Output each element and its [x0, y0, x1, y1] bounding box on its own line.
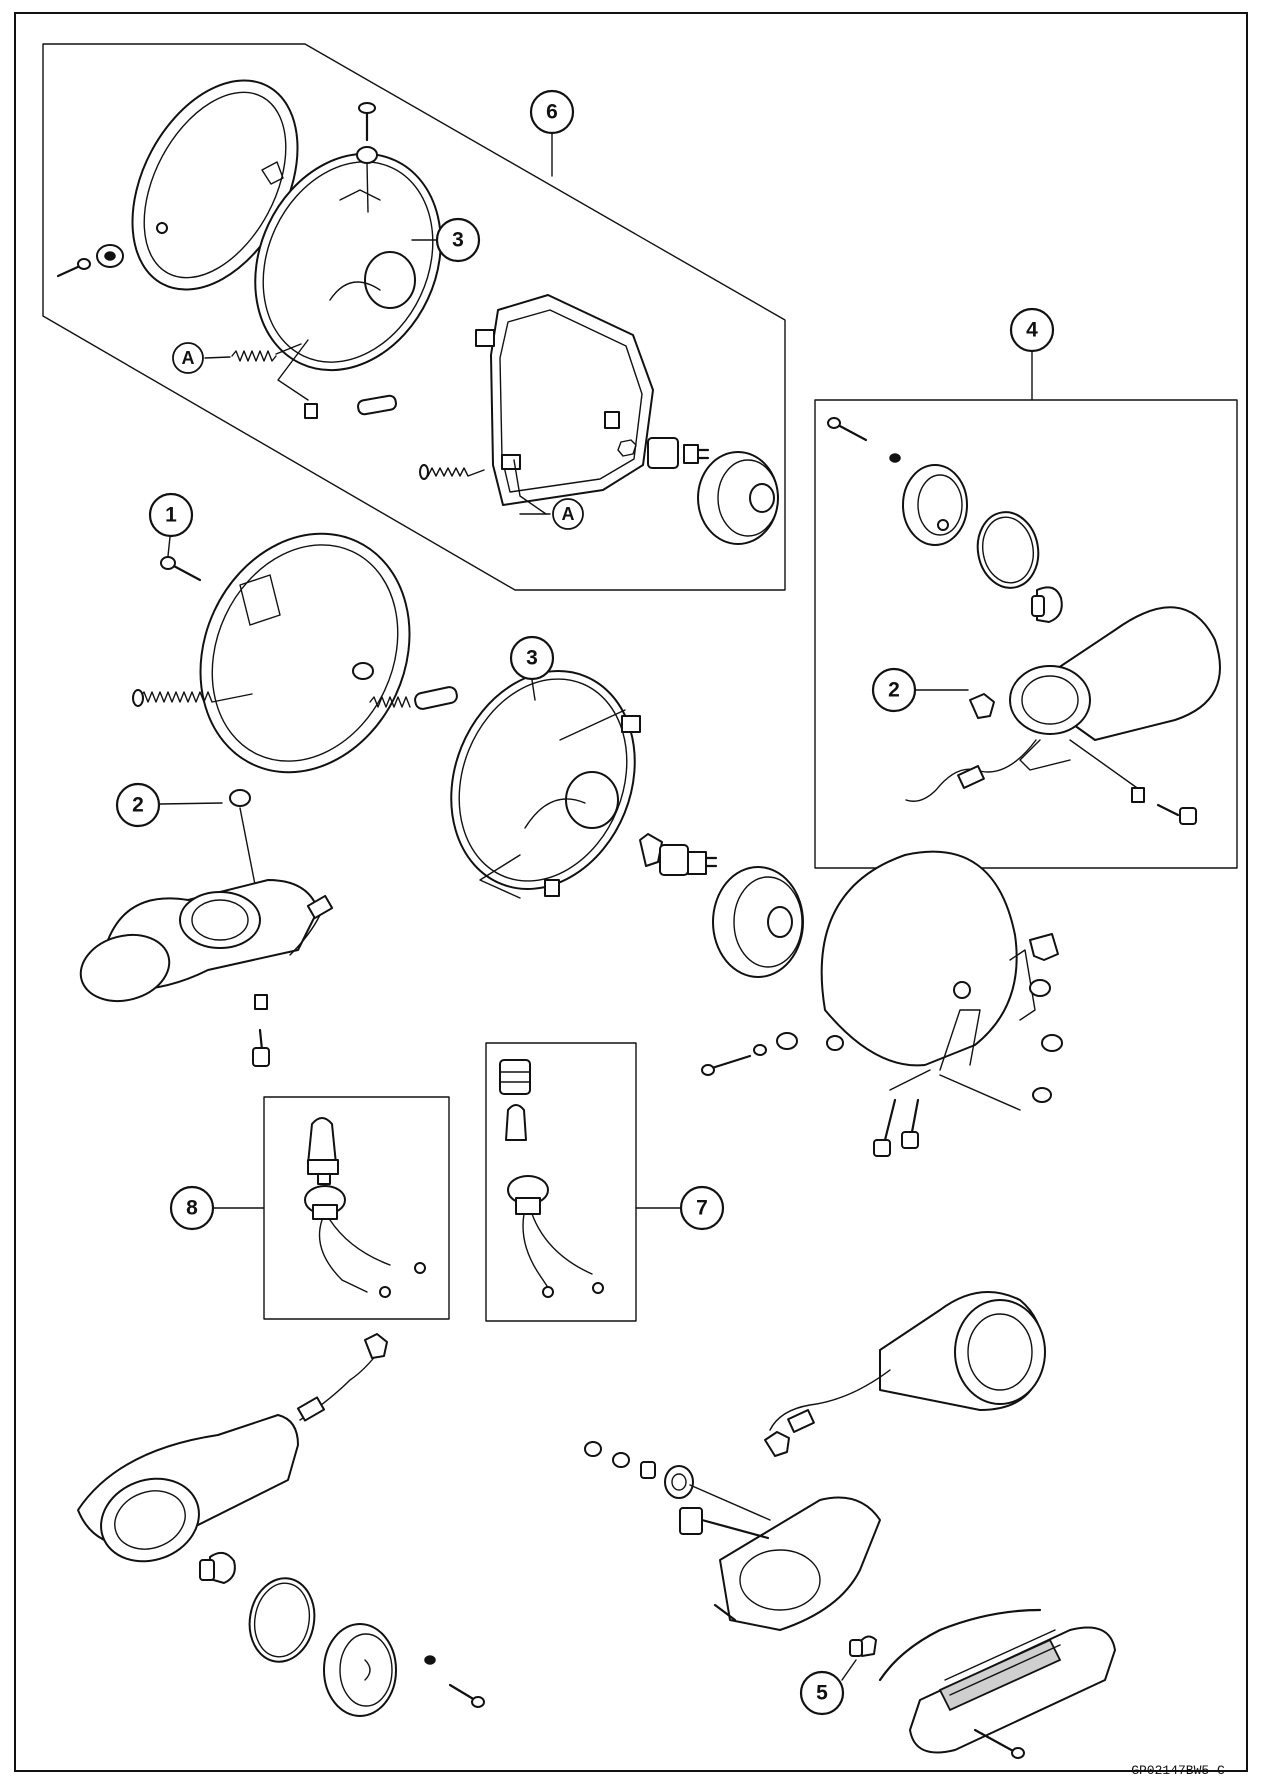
license-light-base	[679, 1496, 881, 1631]
callout-3-lower-label: 3	[526, 647, 538, 670]
rim-screw-lower	[160, 556, 202, 582]
housing-bracket-clip	[1029, 933, 1063, 1103]
callout-1: 1	[148, 492, 194, 557]
callout-8-label: 8	[186, 1197, 198, 1220]
dust-cover-lower	[712, 866, 804, 978]
callout-6-label: 6	[546, 101, 558, 124]
bracket-screw	[419, 464, 485, 480]
turn-signal-left	[79, 789, 334, 1067]
gasket-bottom-left	[248, 1577, 316, 1663]
headlight-bulb-upper	[617, 437, 710, 469]
callout-2-box4: 2	[871, 667, 969, 713]
socket-box-8	[263, 1096, 450, 1320]
callout-2-box4-label: 2	[888, 679, 900, 702]
turn-signal-body-box4	[1009, 606, 1221, 771]
headlight-rim-lower	[199, 532, 411, 774]
callout-4-label: 4	[1026, 319, 1038, 342]
license-lens	[878, 1608, 1116, 1759]
top-screw-grommet	[356, 102, 378, 213]
headlight-housing	[820, 850, 1036, 1111]
license-bulb	[849, 1635, 877, 1657]
turn-signal-right	[764, 1291, 1046, 1457]
adjuster-screw-lower	[132, 686, 458, 710]
adjuster-nut-upper	[277, 339, 397, 419]
bulb-socket-7	[499, 1059, 604, 1298]
callout-1-label: 1	[165, 504, 177, 527]
gasket-box4	[976, 511, 1040, 589]
callout-7-label: 7	[696, 1197, 708, 1220]
bulb-box4	[1031, 586, 1063, 623]
reference-mark-a-left: A	[172, 342, 231, 374]
figure-code: GP02147BW5 C	[1131, 1763, 1225, 1778]
lens-bottom-left	[323, 1623, 485, 1717]
callout-6: 6	[529, 89, 575, 177]
callout-3-upper: 3	[411, 217, 481, 263]
headlight-assembly-outline	[42, 43, 786, 591]
nut-box4	[969, 693, 995, 719]
callout-8: 8	[169, 1185, 265, 1231]
headlight-unit-lower	[450, 670, 641, 899]
dust-cover-upper	[697, 451, 779, 545]
callout-7: 7	[635, 1185, 725, 1231]
turn-signal-kit-box	[814, 399, 1238, 869]
housing-mount-bolts	[701, 1032, 920, 1157]
lens-screw-box4	[827, 417, 901, 463]
headlight-bracket	[475, 294, 654, 506]
callout-2-left: 2	[115, 782, 223, 828]
diagram-frame	[14, 12, 1248, 1772]
rim-screw-upper	[56, 244, 124, 278]
callout-2-left-label: 2	[132, 794, 144, 817]
callout-5: 5	[799, 1659, 857, 1716]
reference-mark-a-left-label: A	[182, 348, 195, 368]
turn-signal-bottom-left	[77, 1333, 388, 1563]
callout-3-upper-label: 3	[452, 229, 464, 252]
socket-box-7	[485, 1042, 637, 1322]
callout-5-label: 5	[816, 1682, 828, 1705]
bulb-socket-8	[304, 1117, 426, 1298]
headlight-bulb-lower	[639, 833, 718, 876]
callout-3-lower: 3	[509, 635, 555, 701]
headlight-unit-upper	[254, 152, 442, 372]
reference-mark-a-right: A	[513, 459, 584, 530]
license-mount-hardware	[584, 1441, 771, 1521]
callout-4: 4	[1009, 307, 1055, 401]
bulb-bottom-left	[199, 1551, 236, 1584]
lens-box4	[902, 464, 968, 546]
bolt-box4	[1156, 803, 1197, 825]
reference-mark-a-right-label: A	[562, 504, 575, 524]
wiring-box4	[905, 739, 1145, 803]
adjuster-spring-upper	[231, 343, 302, 362]
